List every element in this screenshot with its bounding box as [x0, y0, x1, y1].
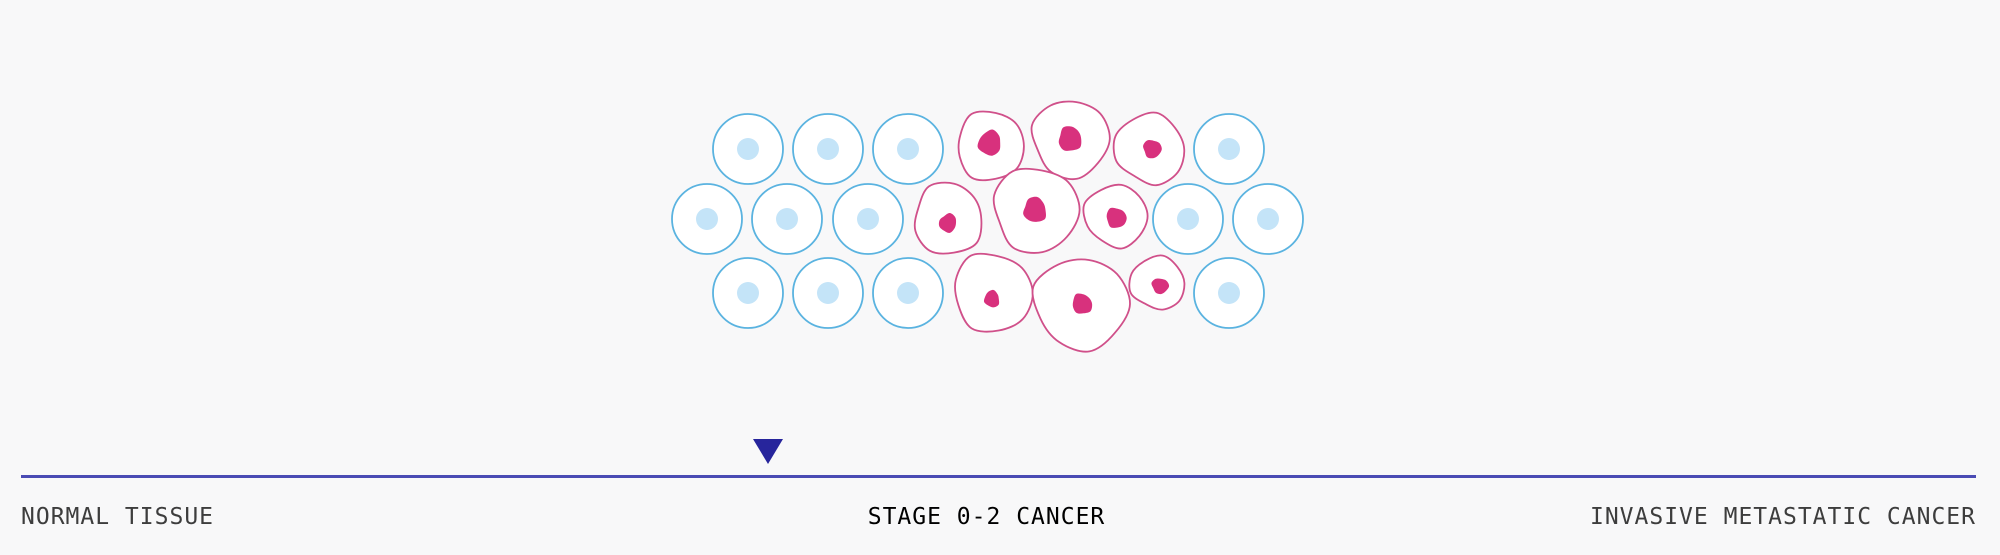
normal-cell-nucleus: [737, 282, 759, 304]
normal-cell-nucleus: [1218, 282, 1240, 304]
normal-cell-nucleus: [897, 138, 919, 160]
cancer-cell: [1030, 100, 1111, 181]
normal-cell: [792, 113, 864, 185]
normal-cell: [792, 257, 864, 329]
label-stage-0-2-cancer: STAGE 0-2 CANCER: [867, 504, 1106, 530]
cancer-cell-nucleus: [1143, 140, 1162, 159]
normal-cell: [751, 183, 823, 255]
cancer-cell-nucleus: [977, 129, 1001, 156]
cancer-cell: [1112, 111, 1186, 187]
normal-cell-nucleus: [776, 208, 798, 230]
normal-cell-nucleus: [696, 208, 718, 230]
cancer-cell-nucleus: [1058, 126, 1082, 151]
normal-cell-nucleus: [817, 282, 839, 304]
cancer-cell-nucleus: [983, 289, 1000, 308]
cancer-cell: [913, 181, 983, 255]
cancer-cell-nucleus: [938, 212, 957, 233]
normal-cell: [832, 183, 904, 255]
normal-cell-nucleus: [1257, 208, 1279, 230]
cancer-cell: [954, 252, 1034, 333]
normal-cell-nucleus: [817, 138, 839, 160]
normal-cell: [712, 257, 784, 329]
cell-cluster-diagram: [671, 100, 1304, 353]
normal-cell-nucleus: [1218, 138, 1240, 160]
cancer-cell-nucleus: [1106, 207, 1127, 228]
cancer-cell: [1082, 183, 1149, 250]
normal-cell: [1193, 113, 1265, 185]
normal-cell-nucleus: [897, 282, 919, 304]
normal-cell: [1152, 183, 1224, 255]
normal-cell-nucleus: [1177, 208, 1199, 230]
triangle-down-icon: [753, 439, 783, 464]
cancer-cell: [957, 110, 1025, 182]
label-normal-tissue: NORMAL TISSUE: [21, 504, 215, 530]
cancer-cell-nucleus: [1151, 278, 1170, 295]
normal-cell: [712, 113, 784, 185]
normal-cell: [872, 257, 944, 329]
cancer-cell: [992, 167, 1081, 254]
progression-timeline: [21, 475, 1976, 478]
normal-cell-nucleus: [737, 138, 759, 160]
normal-cell: [1193, 257, 1265, 329]
label-invasive-metastatic-cancer: INVASIVE METASTATIC CANCER: [1589, 504, 1976, 530]
normal-cell-nucleus: [857, 208, 879, 230]
normal-cell: [671, 183, 743, 255]
cancer-cell: [1031, 258, 1131, 353]
normal-cell: [872, 113, 944, 185]
cancer-cell-nucleus: [1023, 196, 1047, 222]
cancer-cell: [1128, 254, 1186, 311]
cancer-cell-nucleus: [1072, 293, 1093, 314]
normal-cell: [1232, 183, 1304, 255]
